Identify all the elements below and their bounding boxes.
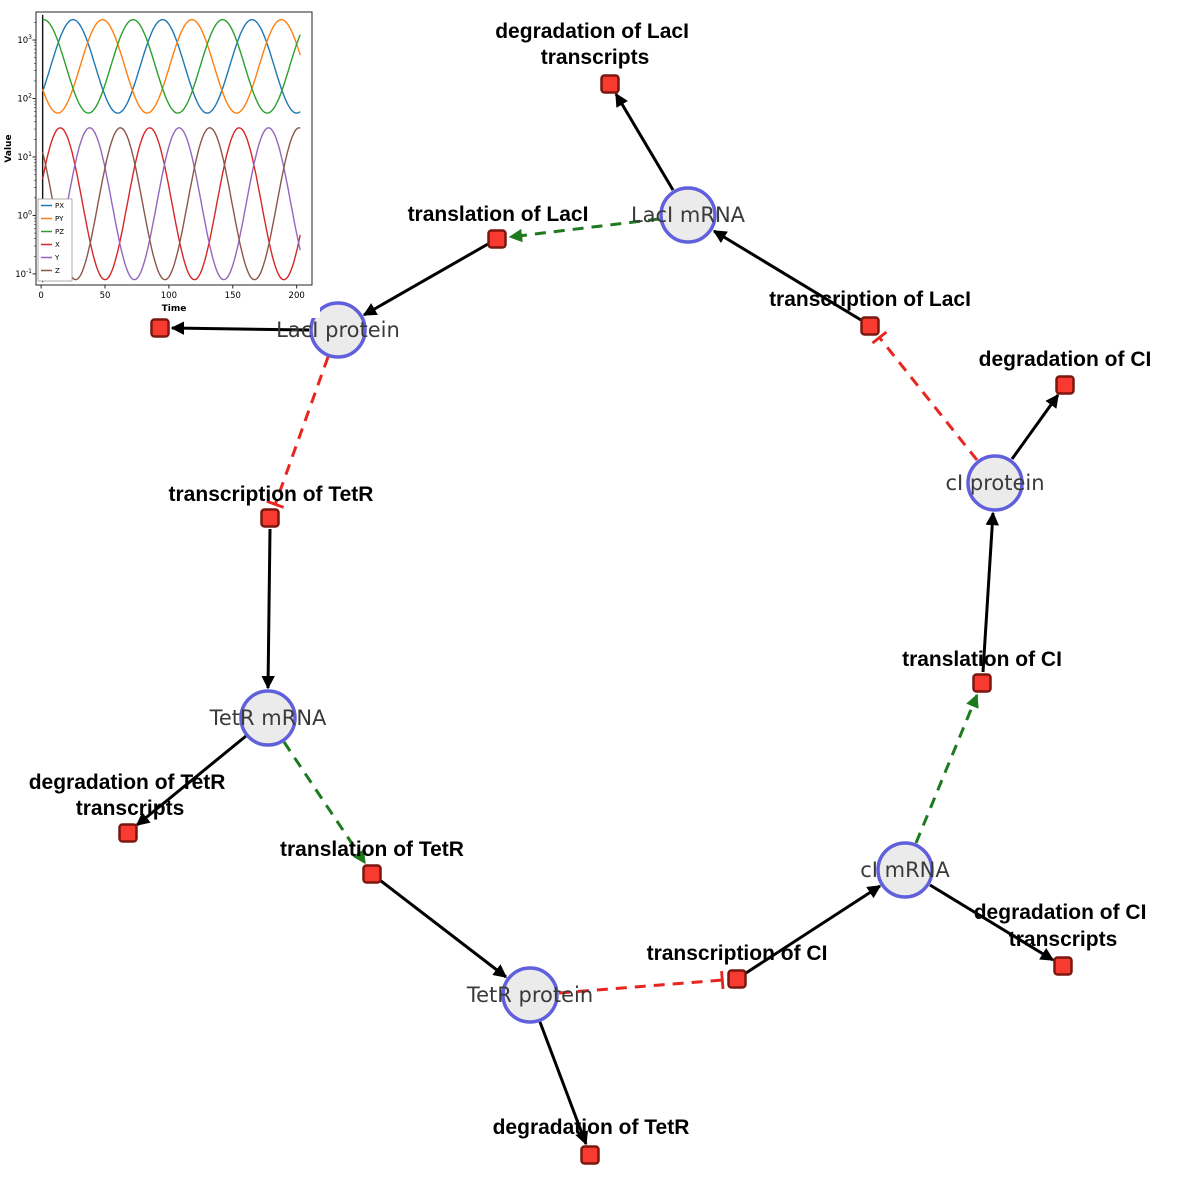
reaction-label-degradation-tetR-transcripts: degradation of TetR transcripts <box>29 771 232 820</box>
reaction-label-transcription-cI: transcription of CI <box>647 942 828 965</box>
reaction-label-translation-tetR: translation of TetR <box>280 838 464 861</box>
species-node-lacI-protein[interactable] <box>309 301 367 359</box>
series-Y-line <box>42 126 301 281</box>
y-tick-label: 10-1 <box>15 268 32 280</box>
species-node-cI-protein[interactable] <box>966 454 1024 512</box>
reaction-node-translation-cI[interactable] <box>972 673 992 693</box>
legend-label-X: X <box>55 241 60 249</box>
y-tick-label: 101 <box>17 151 32 163</box>
x-tick-label: 200 <box>289 291 305 301</box>
edge-cI-mRNA-to-translation-cI <box>914 693 979 844</box>
species-label-cI-protein: cI protein <box>945 471 1044 495</box>
edge-lacI-mRNA-deg-transcripts <box>614 92 675 191</box>
y-axis-label: Value <box>4 134 14 162</box>
species-node-tetR-protein[interactable] <box>501 966 559 1024</box>
legend-box <box>37 198 73 282</box>
reaction-label-degradation-tetR: degradation of TetR <box>493 1116 690 1139</box>
species-label-tetR-protein: TetR protein <box>466 983 593 1007</box>
edge-lacI-protein-inhibits-transcription-tetR <box>266 356 330 509</box>
edge-translation-lacI-to-lacI-protein <box>362 242 489 317</box>
reaction-node-translation-lacI[interactable] <box>487 229 507 249</box>
edge-tetR-mRNA-deg-transcripts <box>135 734 247 827</box>
x-tick-label: 100 <box>161 291 177 301</box>
edge-transcription-cI-to-cI-mRNA <box>745 884 882 975</box>
reaction-label-transcription-tetR: transcription of TetR <box>169 483 374 506</box>
reaction-node-transcription-lacI[interactable] <box>860 316 880 336</box>
edge-lacI-protein-to-degradation-lacI <box>170 321 310 335</box>
edge-translation-tetR-to-tetR-protein <box>380 879 508 979</box>
edge-lacI-mRNA-to-translation-lacI <box>508 217 660 243</box>
species-node-lacI-mRNA[interactable] <box>659 186 717 244</box>
x-tick-label: 150 <box>225 291 241 301</box>
y-tick-label: 103 <box>17 34 32 46</box>
reaction-node-transcription-cI[interactable] <box>727 969 747 989</box>
chart-frame <box>35 11 313 286</box>
edge-tetR-protein-to-degradation-tetR <box>538 1021 589 1146</box>
edge-cI-protein-inhibits-transcription-lacI <box>871 330 979 461</box>
y-tick-label: 102 <box>17 93 32 105</box>
edge-tetR-protein-inhibits-transcription-cI <box>558 970 725 995</box>
legend-label-PX: PX <box>55 202 64 210</box>
edge-cI-protein-to-degradation-cI <box>1010 393 1060 460</box>
edge-transcription-lacI-to-lacI-mRNA <box>712 229 862 322</box>
reaction-node-degradation-lacI[interactable] <box>150 318 170 338</box>
reaction-node-degradation-lacI-transcripts[interactable] <box>600 74 620 94</box>
reaction-label-translation-lacI: translation of LacI <box>408 203 589 226</box>
x-tick-label: 0 <box>38 291 43 301</box>
reaction-node-translation-tetR[interactable] <box>362 864 382 884</box>
legend-label-Z: Z <box>55 267 60 275</box>
x-axis-label: Time <box>162 304 187 314</box>
y-tick-label: 100 <box>17 209 32 221</box>
species-node-cI-mRNA[interactable] <box>876 841 934 899</box>
reaction-node-degradation-cI[interactable] <box>1055 375 1075 395</box>
series-PY-line <box>41 18 301 114</box>
reaction-label-degradation-cI: degradation of CI <box>979 348 1152 371</box>
species-label-lacI-mRNA: LacI mRNA <box>631 203 746 227</box>
edge-tetR-mRNA-to-translation-tetR <box>282 741 367 865</box>
series-PZ-line <box>42 18 301 114</box>
species-label-lacI-protein: LacI protein <box>276 318 400 342</box>
reaction-node-degradation-tetR[interactable] <box>580 1145 600 1165</box>
reaction-label-transcription-lacI: transcription of LacI <box>769 288 971 311</box>
series-X-line <box>41 127 301 281</box>
reaction-node-degradation-tetR-transcripts[interactable] <box>118 823 138 843</box>
legend-label-PY: PY <box>55 215 64 223</box>
reaction-node-transcription-tetR[interactable] <box>260 508 280 528</box>
reaction-label-translation-cI: translation of CI <box>902 648 1062 671</box>
species-node-tetR-mRNA[interactable] <box>239 689 297 747</box>
species-label-cI-mRNA: cI mRNA <box>860 858 950 882</box>
reaction-label-degradation-lacI-transcripts: degradation of LacI transcripts <box>495 20 695 69</box>
x-tick-label: 50 <box>100 291 111 301</box>
edge-translation-cI-to-cI-protein <box>981 511 999 673</box>
edge-transcription-tetR-to-tetR-mRNA <box>261 528 275 690</box>
reaction-node-degradation-cI-transcripts[interactable] <box>1053 956 1073 976</box>
series-PX-line <box>41 18 301 114</box>
edge-cI-mRNA-deg-transcripts <box>929 883 1055 962</box>
species-label-tetR-mRNA: TetR mRNA <box>209 706 327 730</box>
reaction-label-degradation-cI-transcripts: degradation of CI transcripts <box>974 901 1153 951</box>
legend-label-PZ: PZ <box>55 228 64 236</box>
legend-label-Y: Y <box>54 254 60 262</box>
series-Z-line <box>41 126 301 281</box>
